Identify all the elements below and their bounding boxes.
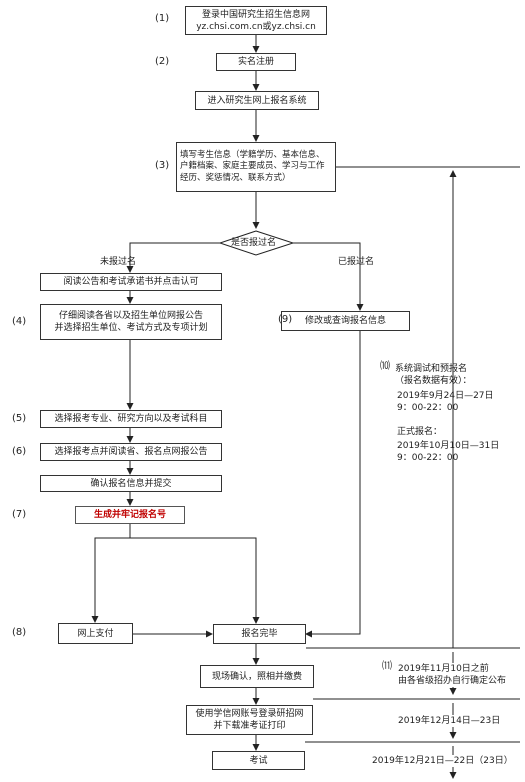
note-trial-date: 2019年9月24日—27日 9：00-22：00 <box>397 391 494 413</box>
branch-label-not-registered: 未报过名 <box>100 257 137 267</box>
step-number-2: (2) <box>155 56 170 67</box>
step-number-10: ⑽ <box>380 361 390 372</box>
node-onsite-confirm: 现场确认，照相并缴费 <box>200 665 314 688</box>
step-number-8: (8) <box>12 627 27 638</box>
node-read-unit-notice: 仔细阅读各省以及招生单位网报公告 并选择招生单位、考试方式及专项计划 <box>40 304 222 340</box>
step-number-3: (3) <box>155 160 170 171</box>
note-formal-date: 2019年10月10日—31日 9：00-22：00 <box>397 441 500 463</box>
branch-label-registered: 已报过名 <box>338 257 375 267</box>
note-confirm-deadline: 2019年11月10日之前 由各省级招办自行确定公布 <box>398 663 507 687</box>
node-fill-info: 填写考生信息（学籍学历、基本信息、户籍档案、家庭主要成员、学习与工作经历、奖惩情… <box>176 142 336 192</box>
node-realname: 实名注册 <box>216 53 296 71</box>
node-read-announcement: 阅读公告和考试承诺书并点击认可 <box>40 273 222 291</box>
note-print-dates: 2019年12月14日—23日 <box>398 715 501 727</box>
node-website: 登录中国研究生招生信息网 yz.chsi.com.cn或yz.chsi.cn <box>185 6 327 35</box>
arrow-decision-right <box>293 242 364 311</box>
node-modify-query: 修改或查询报名信息 <box>281 311 410 331</box>
arrow-modify-to-complete <box>305 330 361 638</box>
node-reg-complete: 报名完毕 <box>213 624 306 644</box>
decision-label: 是否报过名 <box>231 238 277 248</box>
note-trial-title: 系统调试和预报名 （报名数据有效）： <box>395 364 472 386</box>
step-number-6: (6) <box>12 446 27 457</box>
step-number-5: (5) <box>12 413 27 424</box>
arrow-generate-to-pay <box>91 524 131 623</box>
step-number-4: (4) <box>12 316 27 327</box>
node-choose-site: 选择报考点并阅读省、报名点网报公告 <box>40 443 222 461</box>
decision-diamond <box>218 230 295 256</box>
arrow-decision-left <box>126 242 220 273</box>
node-exam: 考试 <box>212 751 305 770</box>
note-formal-title: 正式报名： <box>397 427 443 437</box>
node-print-admission: 使用学信网账号登录研招网 并下载准考证打印 <box>186 705 313 735</box>
node-online-pay: 网上支付 <box>58 623 133 644</box>
step-number-11: ⑾ <box>382 661 392 672</box>
node-choose-major: 选择报考专业、研究方向以及考试科目 <box>40 410 222 428</box>
node-generate-number: 生成并牢记报名号 <box>75 506 185 524</box>
step-number-9: (9) <box>278 314 293 325</box>
node-enter-system: 进入研究生网上报名系统 <box>195 91 319 110</box>
node-confirm-submit: 确认报名信息并提交 <box>40 475 222 492</box>
note-exam-dates: 2019年12月21日—22日（23日） <box>372 755 513 767</box>
step-number-7: (7) <box>12 509 27 520</box>
arrow-generate-to-complete <box>130 537 260 624</box>
step-number-1: (1) <box>155 13 170 24</box>
